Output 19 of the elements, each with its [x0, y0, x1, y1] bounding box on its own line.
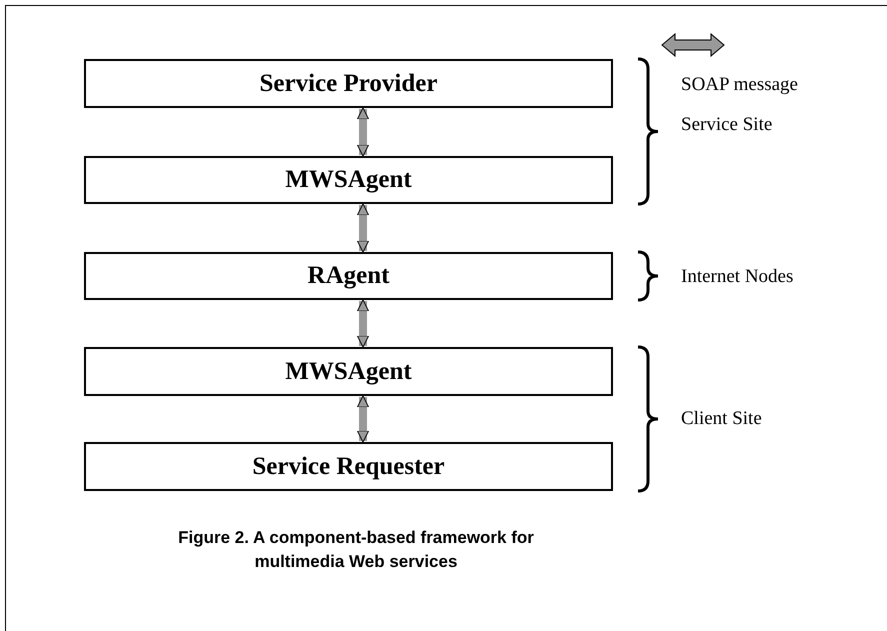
process-box [84, 59, 613, 108]
process-box [84, 156, 613, 204]
box-label: MWSAgent [285, 358, 412, 386]
process-box [84, 442, 613, 491]
double-arrow [356, 395, 370, 443]
box-label: Service Provider [260, 70, 438, 98]
legend-label: SOAP message [681, 74, 798, 96]
double-arrow [356, 203, 370, 253]
double-arrow [356, 107, 370, 157]
box-label: RAgent [308, 262, 390, 290]
process-box [84, 252, 613, 300]
group-label: Service Site [681, 114, 772, 136]
group-label: Client Site [681, 408, 762, 430]
box-label: Service Requester [252, 452, 445, 480]
group-label: Internet Nodes [681, 266, 794, 288]
figure-caption: Figure 2. A component-based framework for multimedia Web services [177, 527, 535, 573]
process-box [84, 347, 613, 396]
double-arrow [356, 299, 370, 348]
box-label: MWSAgent [285, 166, 412, 194]
